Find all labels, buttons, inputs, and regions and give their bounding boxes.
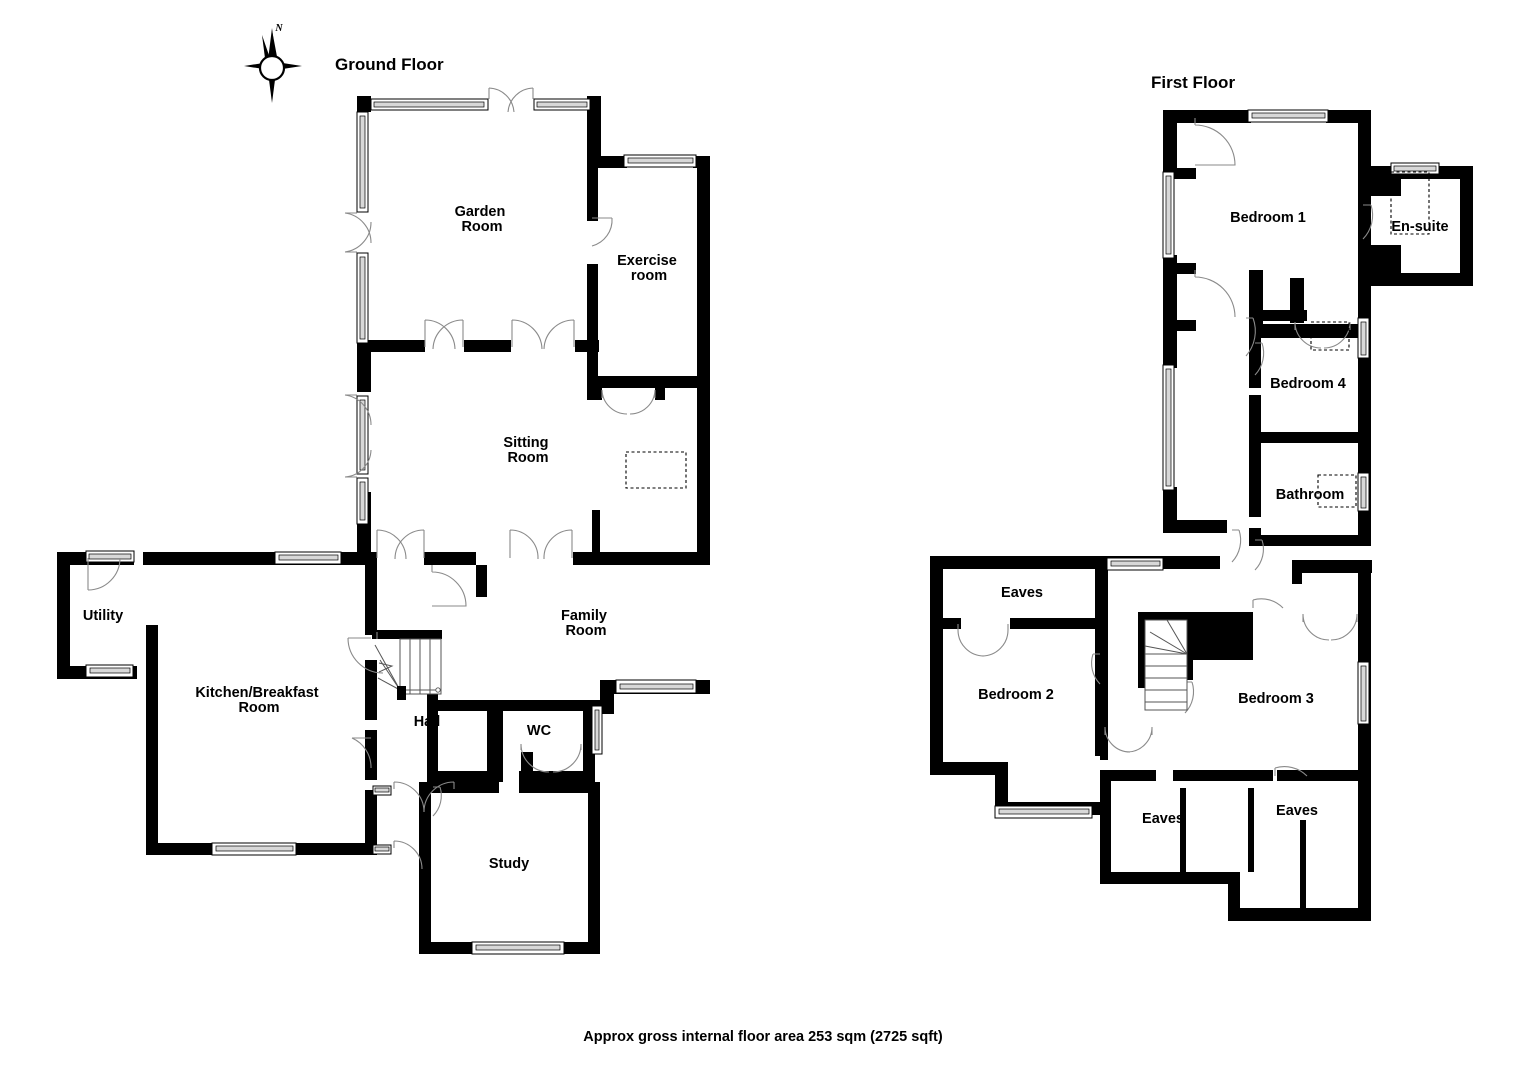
door-utility-entry [85, 550, 135, 563]
window-family-bottom [615, 679, 697, 694]
fixture-bedroom4-wardrobe [1310, 321, 1350, 351]
window-utility-bottom [85, 664, 134, 678]
window-exercise-top [623, 154, 697, 168]
room-label-family-room: Family Room [561, 608, 611, 639]
ground-floor-doors [87, 87, 656, 870]
first-floor-staircase [1144, 619, 1188, 711]
fixture-sitting-room [625, 451, 687, 489]
room-label-garden-room: Garden Room [455, 204, 510, 235]
room-label-utility: Utility [83, 608, 123, 624]
ground-floor-room-labels: Garden Room Exercise room Sitting Room F… [83, 204, 681, 872]
window-garden-left-1 [356, 111, 369, 213]
window-wc-side [591, 705, 603, 755]
first-floor-doors [957, 118, 1374, 777]
ground-floor-staircase [374, 638, 442, 700]
window-hall-side-1 [372, 785, 392, 796]
room-label-eaves-3: Eaves [1276, 803, 1318, 819]
room-label-sitting-room: Sitting Room [503, 435, 552, 466]
ground-floor-plan: Garden Room Exercise room Sitting Room F… [57, 87, 710, 955]
ground-floor-title: Ground Floor [335, 55, 444, 74]
first-floor-room-labels: Bedroom 1 En-suite Bedroom 4 Bathroom Ea… [978, 210, 1448, 827]
room-label-hall: Hall [414, 714, 441, 730]
room-label-en-suite: En-suite [1391, 219, 1448, 235]
ground-floor-windows [85, 98, 697, 955]
room-label-eaves-2: Eaves [1142, 811, 1184, 827]
window-bedroom4-side [1357, 317, 1370, 359]
first-floor-plan: Bedroom 1 En-suite Bedroom 4 Bathroom Ea… [930, 109, 1473, 921]
room-label-exercise-room: Exercise room [617, 253, 681, 284]
window-hall-side-2 [372, 844, 392, 855]
window-sitting-left-2 [356, 477, 369, 525]
window-ensuite-top [1390, 162, 1440, 175]
window-garden-top-left [370, 98, 489, 111]
room-label-kitchen-breakfast-room: Kitchen/Breakfast Room [195, 685, 322, 716]
window-hall-top [274, 551, 342, 565]
window-bedroom1-top [1247, 109, 1329, 123]
room-label-bathroom: Bathroom [1276, 487, 1344, 503]
window-eaves-top [1106, 557, 1164, 571]
window-garden-left-2 [356, 252, 369, 344]
window-bedroom2-bottom [994, 805, 1093, 819]
room-label-bedroom-1: Bedroom 1 [1230, 210, 1306, 226]
window-bedroom3-side [1357, 661, 1370, 725]
room-label-bedroom-4: Bedroom 4 [1270, 376, 1346, 392]
room-label-study: Study [489, 856, 529, 872]
window-garden-top-right [533, 98, 591, 111]
first-floor-title: First Floor [1151, 73, 1235, 92]
first-floor-windows [994, 109, 1440, 819]
window-bedroom1-left-2 [1162, 364, 1175, 491]
compass-rose-icon [244, 28, 302, 103]
fixture-bathroom-bath [1317, 474, 1357, 508]
window-sitting-left-1 [356, 395, 369, 475]
window-bedroom1-left-1 [1162, 171, 1175, 259]
window-kitchen-bottom [211, 842, 297, 856]
window-bathroom-side [1357, 472, 1370, 512]
room-label-wc: WC [527, 723, 552, 739]
fixture-ensuite-shower [1390, 171, 1430, 235]
room-label-bedroom-3: Bedroom 3 [1238, 691, 1314, 707]
window-study-bottom [471, 941, 565, 955]
compass-north-label: N [274, 23, 283, 34]
floor-area-note: Approx gross internal floor area 253 sqm… [583, 1029, 943, 1045]
room-label-bedroom-2: Bedroom 2 [978, 687, 1054, 703]
room-label-eaves-1: Eaves [1001, 585, 1043, 601]
